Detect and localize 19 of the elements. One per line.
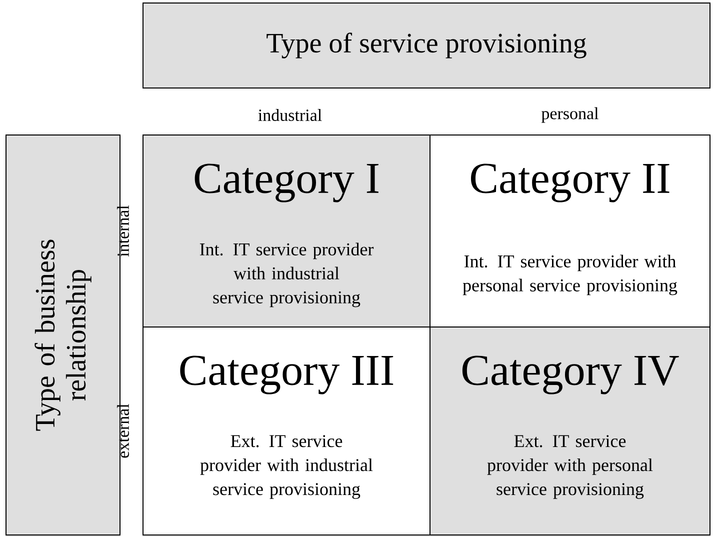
- axis-label: industrial: [258, 109, 322, 121]
- description-text: Int. IT service provider with personal service provisioning: [462, 254, 678, 296]
- heading-text: Type of business relationship: [34, 240, 92, 431]
- heading-box: [142, 2, 710, 88]
- axis-label: internal: [117, 205, 129, 257]
- description-text: Ext. IT service provider with industrial service provisioning: [200, 435, 373, 499]
- category-heading: Category III: [180, 356, 394, 394]
- axis-label: external: [117, 404, 129, 458]
- category-box: [142, 134, 430, 328]
- category-heading: Category IV: [462, 356, 679, 394]
- category-box: [142, 326, 430, 536]
- category-heading: Category II: [471, 164, 670, 202]
- heading-text: Type of service provisioning: [266, 32, 586, 58]
- category-heading: Category I: [194, 164, 378, 202]
- description-text: Int. IT service provider with industrial service provisioning: [200, 242, 374, 308]
- description-text: Ext. IT service provider with personal service provisioning: [487, 435, 653, 499]
- axis-label: personal: [541, 107, 598, 123]
- category-box: [430, 326, 710, 536]
- category-box: [430, 134, 710, 328]
